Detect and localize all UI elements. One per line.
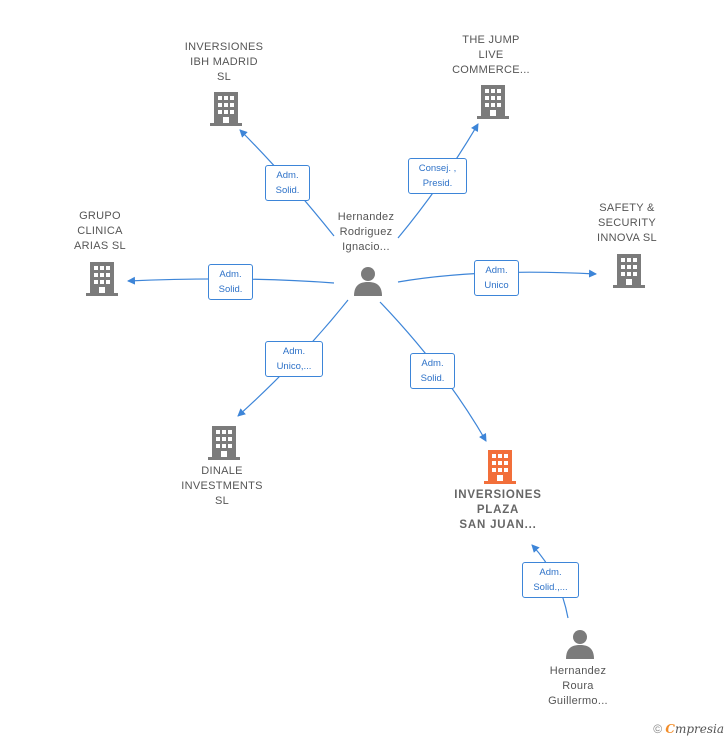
brand-logo: Cmpresia: [665, 722, 724, 736]
label-line: INVESTMENTS: [181, 480, 263, 492]
label-line: ARIAS SL: [74, 240, 126, 252]
label-line: PLAZA: [476, 504, 520, 516]
label-line: SL: [214, 495, 230, 507]
building-icon[interactable]: [613, 254, 645, 293]
edge-role-to-plaza[interactable]: Adm. Solid.: [410, 353, 455, 389]
person-label-hernandez-rodriguez[interactable]: Hernandez Rodriguez Ignacio...: [306, 210, 426, 255]
role-text: Adm.: [539, 567, 562, 578]
role-text: Solid.: [218, 284, 243, 295]
company-label-plaza-san-juan[interactable]: INVERSIONES PLAZA SAN JUAN...: [428, 488, 568, 533]
label-line: DINALE: [201, 465, 243, 477]
edge-role-to-safety[interactable]: Adm. Unico: [474, 260, 519, 296]
building-icon[interactable]: [86, 262, 118, 301]
company-label-grupo-clinica[interactable]: GRUPO CLINICA ARIAS SL: [40, 209, 160, 254]
label-line: THE JUMP: [462, 34, 520, 46]
role-text: Presid.: [422, 178, 453, 189]
role-text: Adm.: [421, 358, 444, 369]
label-line: GRUPO: [79, 210, 121, 222]
label-line: COMMERCE...: [452, 64, 530, 76]
role-text: Unico: [484, 280, 509, 291]
role-text: Solid.: [275, 185, 300, 196]
label-line: Roura: [562, 680, 594, 692]
company-label-the-jump[interactable]: THE JUMP LIVE COMMERCE...: [431, 33, 551, 78]
label-line: CLINICA: [77, 225, 123, 237]
role-text: Unico,...: [276, 361, 312, 372]
building-icon[interactable]: [208, 426, 240, 465]
building-icon[interactable]: [484, 450, 516, 489]
label-line: LIVE: [478, 49, 504, 61]
copyright-icon: ©: [653, 722, 663, 736]
label-line: SAN JUAN...: [459, 519, 537, 531]
label-line: IBH MADRID: [190, 56, 258, 68]
label-line: SAFETY &: [599, 202, 655, 214]
label-line: Guillermo...: [548, 695, 608, 707]
label-line: INNOVA SL: [597, 232, 657, 244]
company-label-ibh-madrid[interactable]: INVERSIONES IBH MADRID SL: [164, 40, 284, 85]
label-line: INVERSIONES: [454, 489, 542, 501]
role-text: Adm.: [219, 269, 242, 280]
label-line: SECURITY: [597, 217, 657, 229]
building-icon[interactable]: [210, 92, 242, 131]
role-text: Adm.: [276, 170, 299, 181]
building-icon[interactable]: [477, 85, 509, 124]
role-text: Consej. ,: [418, 163, 457, 174]
label-line: Hernandez: [549, 665, 607, 677]
role-text: Adm.: [485, 265, 508, 276]
label-line: Hernandez: [337, 211, 395, 223]
brand-initial: C: [665, 722, 675, 736]
label-line: Rodriguez: [339, 226, 393, 238]
footer-brand: © Cmpresia: [653, 722, 724, 736]
role-text: Solid.,...: [533, 582, 568, 593]
person-icon[interactable]: [352, 266, 384, 301]
company-label-dinale[interactable]: DINALE INVESTMENTS SL: [162, 464, 282, 509]
edge-role-to-dinale[interactable]: Adm. Unico,...: [265, 341, 323, 377]
label-line: SL: [216, 71, 232, 83]
edge-role-to-ibh[interactable]: Adm. Solid.: [265, 165, 310, 201]
label-line: INVERSIONES: [184, 41, 264, 53]
edge-role-roura-to-plaza[interactable]: Adm. Solid.,...: [522, 562, 579, 598]
role-text: Adm.: [282, 346, 306, 357]
person-icon[interactable]: [564, 629, 596, 664]
edge-role-to-jump[interactable]: Consej. , Presid.: [408, 158, 467, 194]
person-label-hernandez-roura[interactable]: Hernandez Roura Guillermo...: [518, 664, 638, 709]
company-label-safety-security[interactable]: SAFETY & SECURITY INNOVA SL: [567, 201, 687, 246]
role-text: Solid.: [420, 373, 445, 384]
brand-name: mpresia: [674, 722, 724, 736]
edge-role-to-grupo[interactable]: Adm. Solid.: [208, 264, 253, 300]
label-line: Ignacio...: [342, 241, 390, 253]
